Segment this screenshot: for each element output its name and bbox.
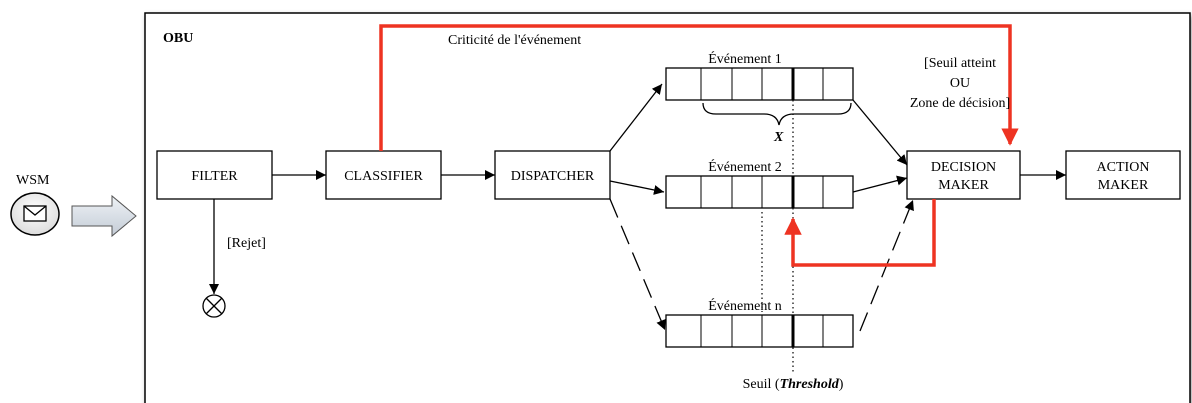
criticality-feedback-arrow [379, 24, 1019, 151]
condition-line1: [Seuil atteint [924, 56, 996, 71]
event1-queue [665, 67, 854, 101]
criticality-label: Criticité de l'événement [448, 33, 581, 48]
eventn-queue [665, 314, 854, 348]
condition-line3: Zone de décision] [910, 96, 1010, 111]
classifier-label: CLASSIFIER [344, 169, 423, 184]
action-label-line1: ACTION [1097, 160, 1150, 175]
decision-label-line1: DECISION [931, 160, 996, 175]
x-brace [702, 102, 852, 126]
decision-label-line2: MAKER [938, 178, 989, 193]
threshold-label: Seuil (Threshold) [743, 377, 844, 392]
reject-label: [Rejet] [227, 236, 266, 251]
event2-label: Événement 2 [708, 158, 781, 175]
threshold-feedback-arrow [784, 199, 936, 267]
action-label-line2: MAKER [1098, 178, 1149, 193]
event2-queue [665, 175, 854, 209]
classifier-node: CLASSIFIER [325, 150, 442, 200]
envelope-icon [10, 192, 60, 236]
event1-label: Événement 1 [708, 50, 781, 67]
reject-sink-icon [202, 294, 226, 318]
decision-maker-node: DECISION MAKER [906, 150, 1021, 200]
x-label: X [773, 130, 784, 145]
filter-label: FILTER [191, 169, 238, 184]
condition-line2: OU [950, 76, 970, 91]
dispatcher-node: DISPATCHER [494, 150, 611, 200]
obu-title: OBU [163, 31, 193, 46]
action-maker-node: ACTION MAKER [1065, 150, 1181, 200]
dispatcher-label: DISPATCHER [511, 169, 595, 184]
wsm-label: WSM [16, 173, 50, 188]
filter-node: FILTER [156, 150, 273, 200]
eventn-label: Événement n [708, 297, 781, 314]
input-flow-arrow [71, 194, 137, 238]
